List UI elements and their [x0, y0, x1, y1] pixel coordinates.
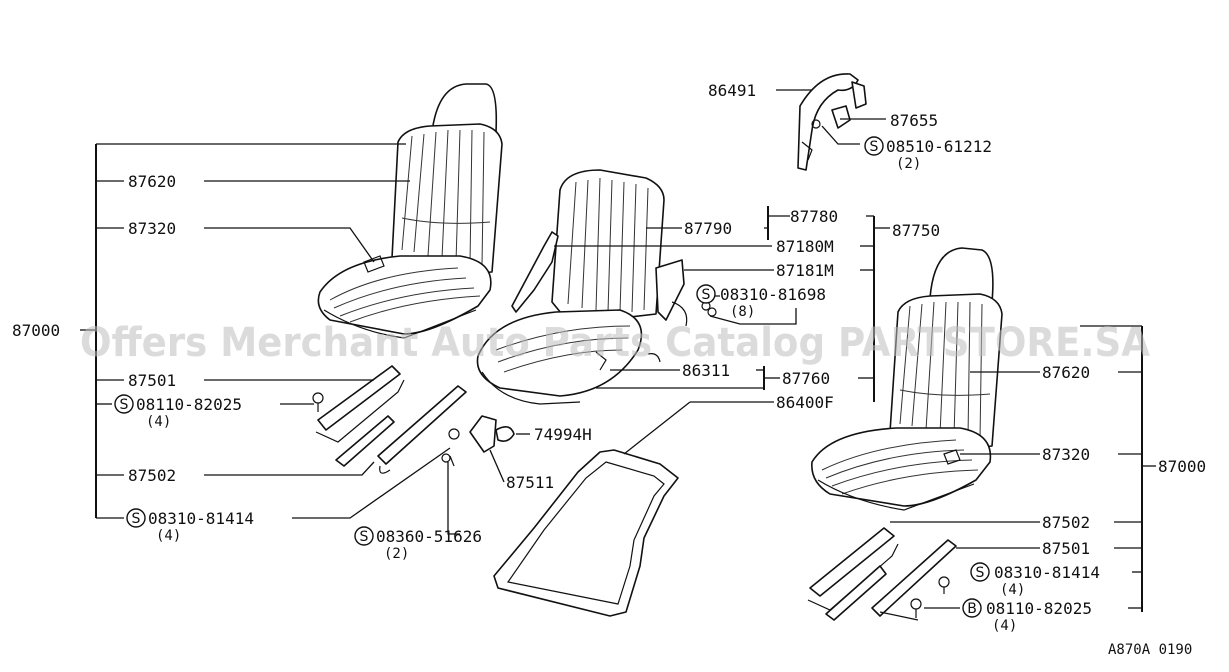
- label-87620-right: 87620: [1042, 363, 1090, 382]
- floor-mat-illustration: [493, 449, 679, 617]
- label-87320-left: 87320: [128, 219, 176, 238]
- qty-08310-81698: (8): [730, 304, 755, 320]
- label-87180m: 87180M: [776, 237, 834, 256]
- right-seat-rails: [807, 527, 957, 621]
- label-87320-right: 87320: [1042, 445, 1090, 464]
- label-87760: 87760: [782, 369, 830, 388]
- label-08310-81414-right: 08310-81414: [994, 563, 1100, 582]
- label-87655: 87655: [890, 111, 938, 130]
- label-87750: 87750: [892, 221, 940, 240]
- label-86400f: 86400F: [776, 393, 834, 412]
- label-87511: 87511: [506, 473, 554, 492]
- label-87620-left: 87620: [128, 172, 176, 191]
- part-labels: 86491 87655 08510-61212 (2) 87620 87320 …: [12, 81, 1206, 634]
- label-87000-right: 87000: [1158, 457, 1206, 476]
- label-87790: 87790: [684, 219, 732, 238]
- circle-letter: S: [976, 565, 985, 581]
- circle-letter: S: [360, 529, 369, 545]
- fastener-markers: S S S S S S B: [114, 136, 990, 618]
- right-seat-illustration: [811, 247, 1003, 511]
- label-08110-82025-left: 08110-82025: [136, 395, 242, 414]
- label-08360-51626: 08360-51626: [376, 527, 482, 546]
- circle-letter: S: [870, 139, 879, 155]
- label-87000-left: 87000: [12, 321, 60, 340]
- qty-08310-81414-right: (4): [1000, 582, 1025, 598]
- left-seat-rails: [312, 365, 515, 474]
- circle-letter: S: [132, 511, 141, 527]
- qty-08310-81414-left: (4): [156, 528, 181, 544]
- label-08310-81414-left: 08310-81414: [148, 509, 254, 528]
- label-08110-82025-right: 08110-82025: [986, 599, 1092, 618]
- qty-08510-61212: (2): [896, 156, 921, 172]
- label-08310-81698: 08310-81698: [720, 285, 826, 304]
- label-87501-right: 87501: [1042, 539, 1090, 558]
- left-seat-illustration: [317, 83, 503, 339]
- circle-letter: S: [120, 397, 129, 413]
- qty-08110-82025-right: (4): [992, 618, 1017, 634]
- label-86311: 86311: [682, 361, 730, 380]
- leader-lines: [80, 89, 1156, 621]
- label-87502-left: 87502: [128, 466, 176, 485]
- label-74994h: 74994H: [534, 425, 592, 444]
- center-seat-illustration: [476, 169, 717, 405]
- reference-code: A870A 0190: [1108, 642, 1192, 658]
- watermark: Offers Merchant Auto Parts Catalog PARTS…: [80, 320, 1150, 366]
- qty-08110-82025-left: (4): [146, 414, 171, 430]
- label-86491: 86491: [708, 81, 756, 100]
- label-87780: 87780: [790, 207, 838, 226]
- label-87501-left: 87501: [128, 371, 176, 390]
- belt-guide-illustration: [797, 73, 867, 171]
- label-08510-61212: 08510-61212: [886, 137, 992, 156]
- label-87502-right: 87502: [1042, 513, 1090, 532]
- label-87181m: 87181M: [776, 261, 834, 280]
- qty-08360-51626: (2): [384, 546, 409, 562]
- circle-letter: B: [967, 601, 977, 617]
- circle-letter: S: [702, 287, 711, 303]
